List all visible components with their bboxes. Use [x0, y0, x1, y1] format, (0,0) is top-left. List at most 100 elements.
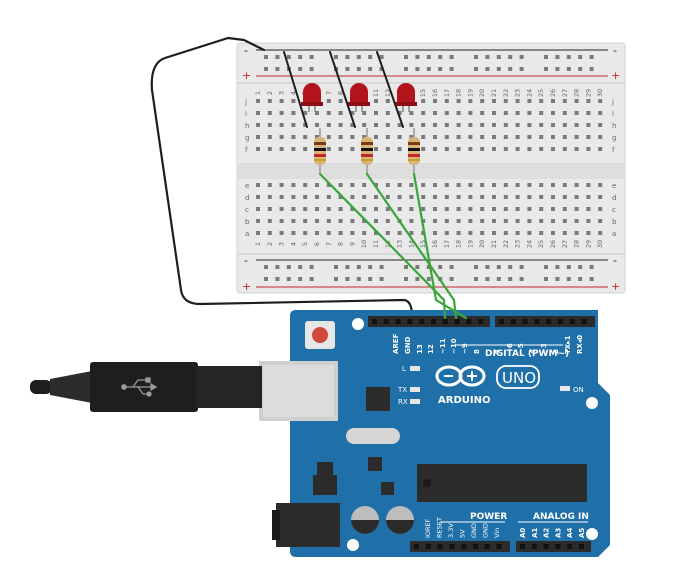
digital-pin-label: TX▸1	[564, 335, 572, 354]
svg-text:c: c	[612, 206, 616, 214]
led-l-indicator	[410, 366, 420, 371]
digital-pin-label: ~6	[506, 343, 514, 354]
digital-pin-label: 13	[416, 344, 424, 354]
column-number: 3	[278, 91, 286, 95]
svg-text:j: j	[244, 98, 247, 106]
svg-text:f: f	[612, 146, 615, 154]
resistor-1[interactable]	[314, 128, 326, 174]
row-letters-bottom-right: e d c b a	[612, 182, 617, 238]
digital-pin-label: 8	[473, 349, 481, 354]
led-1[interactable]	[301, 83, 323, 112]
column-number: 11	[372, 89, 380, 97]
column-number: 24	[525, 240, 533, 248]
digital-pin-label: 12	[427, 344, 435, 354]
column-number: 21	[490, 89, 498, 97]
rail-minus-bottom-right: -	[613, 254, 617, 267]
digital-pin-label: RX◂0	[576, 335, 584, 354]
column-number: 23	[514, 240, 522, 248]
column-number: 1	[254, 242, 262, 246]
breadboard[interactable]: - - + + - - + + j i h g f j i h g f e d …	[236, 42, 626, 294]
svg-text:f: f	[245, 146, 248, 154]
power-pin-label: RESET	[436, 517, 444, 538]
power-pin-label: 5V	[459, 529, 467, 538]
column-number: 7	[325, 91, 333, 95]
column-number: 4	[289, 91, 297, 95]
column-number: 21	[490, 240, 498, 248]
usb-cable[interactable]	[30, 362, 262, 412]
column-number: 13	[396, 240, 404, 248]
svg-text:UNO: UNO	[502, 369, 536, 387]
led-l-label: L	[402, 365, 406, 373]
column-number: 29	[584, 240, 592, 248]
rail-minus-top-right: -	[613, 44, 617, 57]
digital-header-left[interactable]	[368, 316, 490, 327]
led-rx-label: RX	[398, 398, 408, 406]
analog-pin-label: A5	[578, 528, 586, 538]
column-number: 18	[455, 89, 463, 97]
svg-text:i: i	[245, 110, 247, 118]
led-2[interactable]	[348, 83, 370, 112]
reset-button[interactable]	[305, 321, 335, 349]
usb-chip	[366, 387, 390, 411]
signal-wires[interactable]	[318, 172, 468, 320]
column-number: 10	[360, 240, 368, 248]
breadboard-holes	[256, 55, 603, 281]
column-number: 27	[561, 89, 569, 97]
signal-wire-1	[318, 172, 447, 320]
led-on-indicator	[560, 386, 570, 391]
ground-wire[interactable]	[150, 36, 414, 318]
column-number: 8	[337, 242, 345, 246]
analog-header[interactable]	[516, 541, 591, 552]
analog-pin-label: A4	[566, 528, 574, 538]
column-number: 26	[549, 240, 557, 248]
column-number: 16	[431, 240, 439, 248]
column-number: 3	[278, 242, 286, 246]
power-header[interactable]	[410, 541, 510, 552]
svg-text:h: h	[245, 122, 249, 130]
svg-text:b: b	[245, 218, 250, 226]
svg-text:g: g	[612, 134, 616, 142]
column-number: 26	[549, 89, 557, 97]
column-number: 17	[443, 240, 451, 248]
digital-pin-label: 7	[494, 349, 502, 354]
led-3[interactable]	[395, 83, 417, 112]
svg-text:j: j	[611, 98, 614, 106]
arduino-logo-icon	[435, 365, 486, 387]
column-number: 11	[372, 240, 380, 248]
power-pin-label: GND	[482, 523, 490, 538]
column-number: 18	[455, 240, 463, 248]
row-letters-bottom-left: e d c b a	[245, 182, 250, 238]
digital-label: DIGITAL (PWM~)	[485, 349, 569, 359]
brand-label: ARDUINO	[438, 395, 490, 406]
resistor-3[interactable]	[408, 128, 420, 174]
digital-pin-label: GND	[404, 336, 412, 354]
column-number: 27	[561, 240, 569, 248]
led-tx-label: TX	[397, 386, 407, 394]
analog-pin-label: A0	[519, 528, 527, 538]
digital-pin-label: ~9	[461, 343, 469, 354]
column-number: 19	[466, 89, 474, 97]
rail-plus-bottom-right: +	[611, 280, 620, 293]
column-number: 17	[443, 89, 451, 97]
cathode-jumpers[interactable]	[283, 51, 404, 128]
led-tx-indicator	[410, 387, 420, 392]
digital-pin-label: ~11	[439, 338, 447, 354]
power-pin-label: 3.3V	[447, 523, 455, 538]
power-pin-label: GND	[470, 523, 478, 538]
small-chip-2	[381, 482, 394, 495]
digital-header-right[interactable]	[495, 316, 595, 327]
column-number: 25	[537, 240, 545, 248]
row-letters-top-left: j i h g f	[244, 98, 249, 154]
analog-pin-label: A3	[554, 528, 562, 538]
column-number: 23	[514, 89, 522, 97]
rail-plus-top-right: +	[611, 69, 620, 82]
column-number: 20	[478, 89, 486, 97]
column-number: 5	[301, 242, 309, 246]
resistor-2[interactable]	[361, 128, 373, 174]
dc-power-jack	[272, 503, 340, 547]
column-number: 30	[596, 240, 604, 248]
bottom-header-pins	[414, 544, 584, 549]
